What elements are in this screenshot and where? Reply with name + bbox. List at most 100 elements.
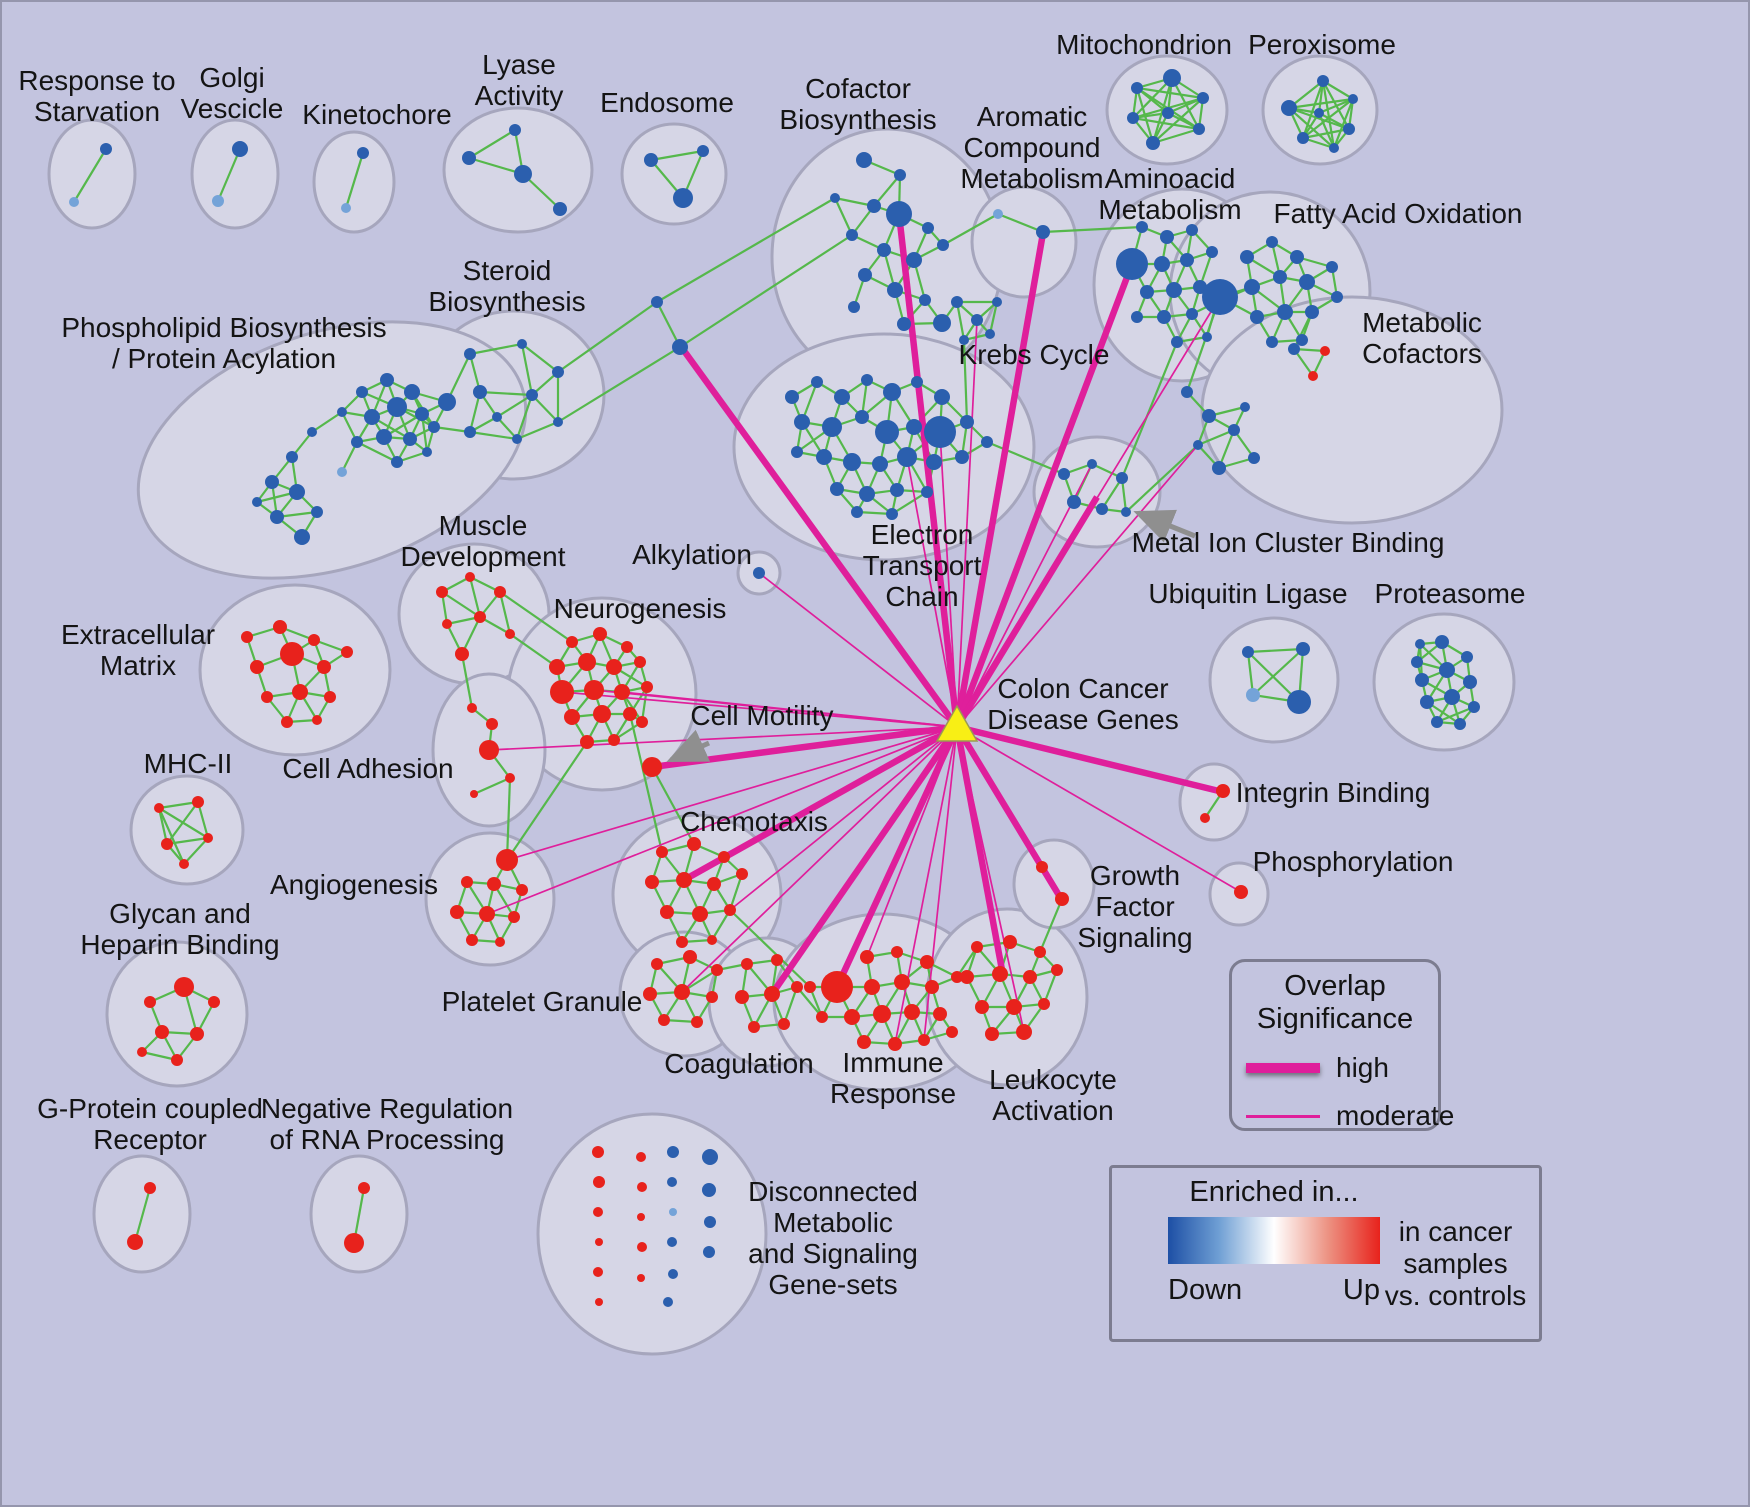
gene-set-node <box>614 684 630 700</box>
gene-set-node <box>1038 998 1050 1010</box>
gene-set-node <box>804 981 816 993</box>
gene-set-node <box>861 374 873 386</box>
cluster-label-fatty-acid-oxidation: Fatty Acid Oxidation <box>1273 198 1522 229</box>
gene-set-node <box>436 586 448 598</box>
gene-set-overlap-edge <box>656 197 836 303</box>
cluster-ellipse-phospholipid-biosynthesis-protein-acylation <box>136 320 528 580</box>
gene-set-node <box>100 143 112 155</box>
gene-set-node <box>753 567 765 579</box>
gene-set-node <box>351 436 363 448</box>
gene-set-node <box>816 1011 828 1023</box>
gene-set-overlap-edge <box>1301 80 1325 139</box>
gene-set-node <box>1200 813 1210 823</box>
gene-set-node <box>926 454 942 470</box>
gene-set-node <box>735 990 749 1004</box>
gene-set-node <box>212 195 224 207</box>
gene-set-node <box>250 660 264 674</box>
gene-set-node <box>403 432 417 446</box>
gene-set-node <box>442 619 452 629</box>
gene-set-node <box>494 586 506 598</box>
gene-set-node <box>855 410 869 424</box>
gene-set-overlap-edge <box>955 301 966 341</box>
gene-set-overlap-edge <box>196 801 210 839</box>
gene-set-node <box>851 506 863 518</box>
gene-set-node <box>1140 285 1154 299</box>
significance-edge-high <box>953 726 1006 971</box>
cluster-ellipse-aromatic-compound-metabolism <box>970 185 1078 299</box>
significance-edge-moderate <box>488 726 958 751</box>
gene-set-overlap-edge <box>468 576 482 618</box>
gene-set-node <box>1431 716 1443 728</box>
gene-set-node <box>830 193 840 203</box>
overlap-title-line1: Overlap <box>1284 970 1386 1002</box>
gene-set-node <box>906 252 922 268</box>
gene-set-node <box>672 339 688 355</box>
gene-set-node <box>975 1000 989 1014</box>
gene-set-node <box>584 680 604 700</box>
gene-set-node <box>651 958 663 970</box>
gene-set-overlap-edge <box>1302 127 1350 140</box>
gene-set-node <box>155 1025 169 1039</box>
gene-set-node <box>687 837 701 851</box>
gene-set-overlap-edge <box>515 394 534 440</box>
gene-set-node <box>706 991 718 1003</box>
up-regulated-label: Up <box>1342 1274 1380 1306</box>
gene-set-node <box>1331 291 1343 303</box>
high-significance-label: high <box>1336 1052 1389 1083</box>
gene-set-node <box>992 297 1002 307</box>
overlap-title-line2: Significance <box>1256 1003 1414 1035</box>
down-regulated-label: Down <box>1168 1274 1243 1306</box>
gene-set-node <box>552 366 564 378</box>
gene-set-node <box>621 641 633 653</box>
gene-set-node <box>844 1009 860 1025</box>
gene-set-node <box>1468 701 1480 713</box>
enrichment-note: in cancer samples vs. controls <box>1380 1176 1531 1339</box>
gene-set-node <box>816 449 832 465</box>
gene-set-node <box>252 497 262 507</box>
gene-set-node <box>265 475 279 489</box>
gene-set-node <box>791 981 803 993</box>
gene-set-node <box>1163 69 1181 87</box>
cluster-label-krebs-cycle: Krebs Cycle <box>959 339 1110 370</box>
gene-set-overlap-edge <box>516 420 559 441</box>
gene-set-node <box>273 620 287 634</box>
gene-set-node <box>474 611 486 623</box>
gene-set-node <box>703 1246 715 1258</box>
gene-set-node <box>1162 107 1174 119</box>
significance-edge-moderate <box>956 726 1025 1033</box>
gene-set-overlap-edge <box>506 741 588 861</box>
gene-set-node <box>1197 92 1209 104</box>
moderate-significance-line-swatch <box>1246 1114 1320 1118</box>
gene-set-node <box>241 631 253 643</box>
gene-set-overlap-edge <box>183 837 209 865</box>
gene-set-node <box>859 486 875 502</box>
gene-set-node <box>280 642 304 666</box>
gene-set-node <box>161 838 173 850</box>
gene-set-node <box>592 1146 604 1158</box>
gene-set-node <box>992 966 1008 982</box>
gene-set-node <box>1193 440 1203 450</box>
gene-set-node <box>637 1182 647 1192</box>
significance-edge-moderate <box>956 463 1093 728</box>
gene-set-node <box>656 846 668 858</box>
gene-set-node <box>344 1233 364 1253</box>
gene-set-node <box>1212 461 1226 475</box>
significance-edge-moderate <box>956 444 1199 728</box>
gene-set-overlap-edge <box>433 425 471 434</box>
enrichment-note-line2: samples <box>1403 1248 1508 1279</box>
gene-set-node <box>951 971 963 983</box>
gene-set-node <box>1281 100 1297 116</box>
gene-set-node <box>1329 143 1339 153</box>
gene-set-overlap-edge <box>1101 477 1123 510</box>
gene-set-node <box>843 453 861 471</box>
gene-set-node <box>578 653 596 671</box>
gene-set-node <box>1248 452 1260 464</box>
gene-set-node <box>1444 689 1460 705</box>
gene-set-node <box>985 329 995 339</box>
gene-set-overlap-edge <box>1318 97 1354 115</box>
gene-set-node <box>888 1037 902 1051</box>
gene-set-node <box>593 705 611 723</box>
